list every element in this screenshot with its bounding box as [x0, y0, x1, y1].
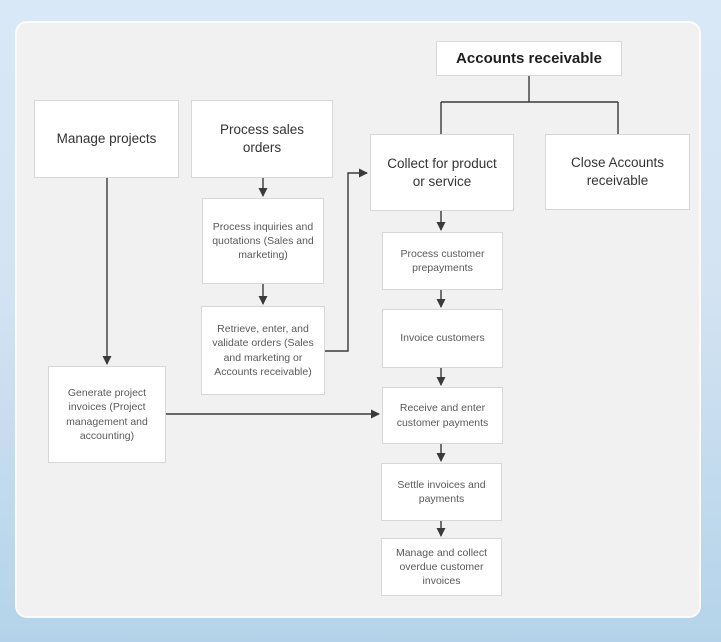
node-label: Manage and collect overdue customer invo… [395, 546, 488, 588]
node-label: Accounts receivable [456, 49, 602, 67]
node-label: Close Accounts receivable [570, 155, 665, 188]
node-manage-collect-overdue-invoices[interactable]: Manage and collect overdue customer invo… [381, 538, 502, 596]
node-manage-projects[interactable]: Manage projects [34, 100, 179, 178]
node-invoice-customers[interactable]: Invoice customers [382, 309, 503, 368]
node-label: Collect for product or service [387, 155, 497, 189]
node-label: Receive and enter customer payments [396, 402, 489, 429]
node-label: Retrieve, enter, and validate orders (Sa… [212, 323, 314, 378]
node-retrieve-enter-validate-orders[interactable]: Retrieve, enter, and validate orders (Sa… [201, 306, 325, 395]
node-label: Settle invoices and payments [397, 478, 486, 505]
node-accounts-receivable[interactable]: Accounts receivable [436, 41, 622, 76]
node-generate-project-invoices[interactable]: Generate project invoices (Project manag… [48, 366, 166, 463]
node-label: Generate project invoices (Project manag… [66, 387, 148, 442]
node-label: Process inquiries and quotations (Sales … [212, 220, 314, 262]
node-process-inquiries-quotations[interactable]: Process inquiries and quotations (Sales … [202, 198, 324, 284]
node-receive-enter-customer-payments[interactable]: Receive and enter customer payments [382, 387, 503, 444]
node-label: Invoice customers [400, 332, 485, 345]
node-close-accounts-receivable[interactable]: Close Accounts receivable [545, 134, 690, 210]
node-process-customer-prepayments[interactable]: Process customer prepayments [382, 232, 503, 290]
node-process-sales-orders[interactable]: Process sales orders [191, 100, 333, 178]
node-collect-for-product-or-service[interactable]: Collect for product or service [370, 134, 514, 211]
node-label: Process sales orders [219, 122, 305, 155]
node-settle-invoices-and-payments[interactable]: Settle invoices and payments [381, 463, 502, 521]
node-label: Process customer prepayments [400, 247, 485, 274]
node-label: Manage projects [56, 131, 157, 147]
